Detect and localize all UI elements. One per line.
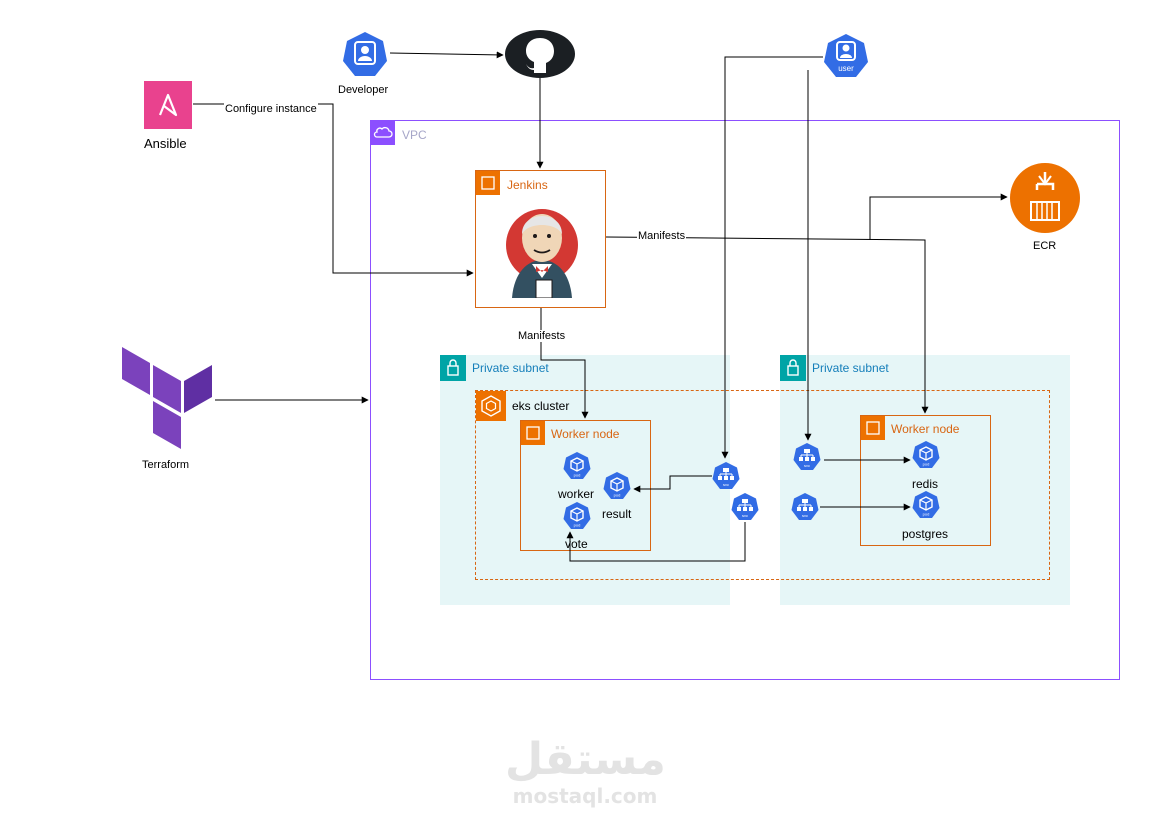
ansible-label: Ansible — [144, 136, 187, 151]
edge-developer-github — [389, 51, 504, 59]
eks-cluster-container: eks cluster — [475, 390, 1050, 580]
vpc-label: VPC — [402, 128, 427, 142]
vpc-container: VPC — [370, 120, 1120, 680]
pod-icon-text: pod — [923, 462, 930, 467]
pod-label-postgres: postgres — [902, 527, 949, 541]
subnet-label: Private subnet — [812, 361, 889, 375]
edge-jenkins-worker-left — [540, 308, 589, 419]
developer-label: Developer — [338, 84, 389, 96]
worker-node-label: Worker node — [891, 422, 960, 436]
pod-icon: pod — [912, 491, 940, 518]
github-icon — [505, 30, 575, 78]
service-icon: svc — [793, 443, 821, 470]
edge-jenkins-worker-right — [605, 236, 929, 414]
eks-icon — [476, 391, 506, 421]
service-icon: svc — [731, 493, 759, 520]
jenkins-container: Jenkins — [475, 170, 606, 308]
developer-icon — [343, 32, 387, 76]
watermark-arabic: مستقل — [505, 734, 666, 785]
pod-icon: pod — [563, 452, 591, 479]
edge-svc-vote — [566, 522, 746, 562]
pod-icon-text: pod — [923, 512, 930, 517]
edge-user-svc-result — [721, 56, 823, 459]
terraform-label: Terraform — [142, 459, 190, 471]
service-icon: svc — [712, 462, 740, 489]
pod-icon-text: pod — [614, 493, 621, 498]
worker-node-right: Worker node — [860, 415, 991, 546]
user-icon: user — [824, 34, 868, 77]
edge-label-manifests: Manifests — [517, 330, 567, 342]
subnet-label: Private subnet — [472, 361, 549, 375]
chip-icon — [476, 171, 500, 195]
edge-label-configure-instance: Configure instance — [224, 103, 318, 115]
worker-node-left: Worker node — [520, 420, 651, 551]
ecr-icon — [1010, 163, 1080, 233]
service-icon-text: svc — [742, 513, 748, 518]
service-icon-text: svc — [723, 482, 729, 487]
pod-label-redis: redis — [912, 477, 939, 491]
chip-icon — [521, 421, 545, 445]
terraform-icon — [122, 347, 212, 449]
pod-icon: pod — [563, 502, 591, 529]
edge-svc-result — [633, 475, 712, 493]
lock-icon — [440, 355, 466, 381]
pod-label-worker: worker — [558, 487, 595, 501]
user-icon-text: user — [838, 64, 854, 73]
pod-icon: pod — [912, 441, 940, 468]
chip-icon — [861, 416, 885, 440]
edge-label-manifests: Manifests — [637, 230, 687, 242]
jenkins-icon — [506, 209, 578, 298]
jenkins-label: Jenkins — [507, 178, 548, 192]
pod-icon: pod — [603, 472, 631, 499]
lock-icon — [780, 355, 806, 381]
ecr-label: ECR — [1033, 240, 1057, 252]
service-icon: svc — [791, 493, 819, 520]
pod-icon-text: pod — [574, 523, 581, 528]
pod-label-result: result — [602, 507, 632, 521]
pod-label-vote: vote — [565, 537, 588, 551]
worker-node-label: Worker node — [551, 427, 620, 441]
service-icon-text: svc — [802, 513, 808, 518]
service-icon-text: svc — [804, 463, 810, 468]
vpc-icon — [371, 121, 395, 145]
eks-label: eks cluster — [512, 399, 570, 413]
pod-icon-text: pod — [574, 473, 581, 478]
watermark: مستقل mostaql.com — [505, 734, 666, 809]
edge-jenkins-ecr — [869, 193, 1008, 240]
ansible-icon — [144, 81, 192, 129]
watermark-latin: mostaql.com — [512, 784, 658, 808]
edge-ansible-jenkins — [193, 103, 474, 277]
